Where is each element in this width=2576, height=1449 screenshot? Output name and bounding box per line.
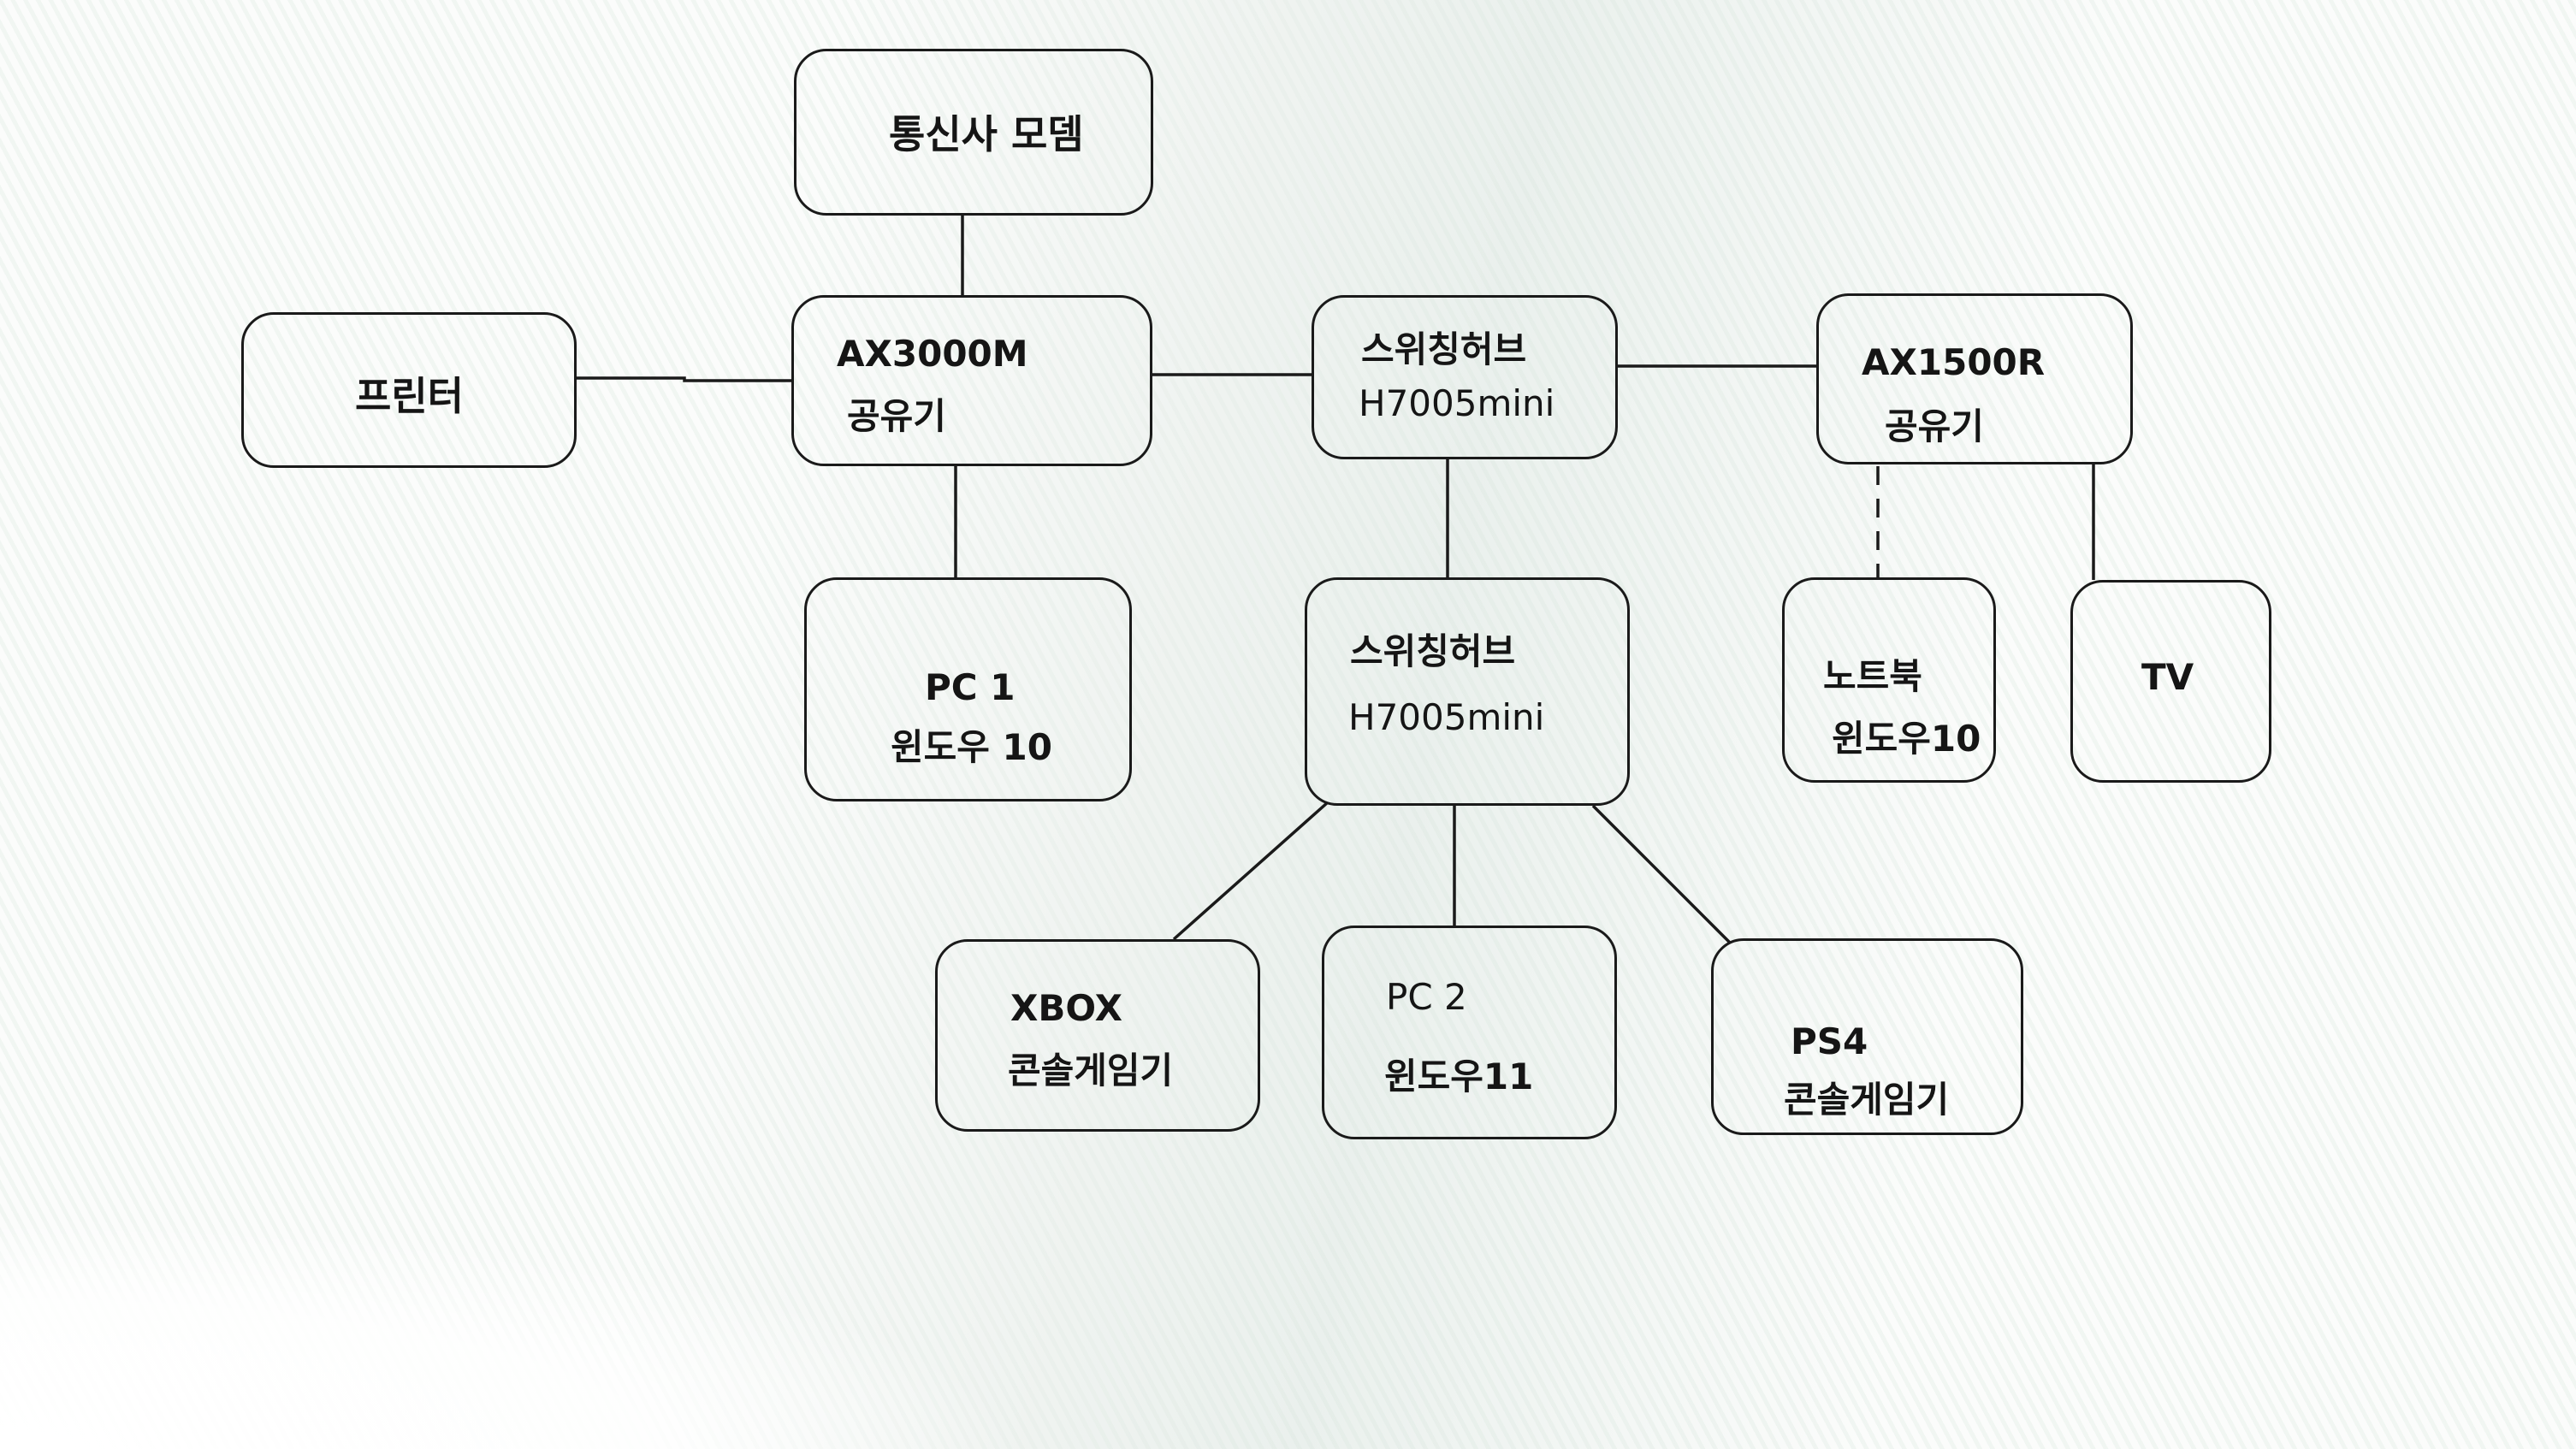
printer-label: 프린터 [355,373,464,419]
tv-node: TV [2070,580,2271,783]
link-hub2-ps4 [1591,804,1732,944]
ps4-node: PS4 콘솔게임기 [1711,938,2023,1135]
printer-node: 프린터 [241,312,577,468]
switch-hub-1-model: H7005mini [1359,382,1555,424]
ps4-name: PS4 [1791,1020,1868,1062]
laptop-name: 노트북 [1823,655,1922,697]
pc1-name: PC 1 [925,666,1016,708]
switch-hub-1-node: 스위칭허브 H7005mini [1312,295,1618,459]
switch-hub-2-model: H7005mini [1348,696,1545,738]
modem-label: 통신사 모뎀 [889,111,1084,157]
xbox-name: XBOX [1010,987,1122,1029]
ps4-type: 콘솔게임기 [1784,1079,1950,1121]
switch-hub-1-type: 스위칭허브 [1361,328,1527,370]
modem-node: 통신사 모뎀 [794,49,1153,216]
router-ax3000m-type: 공유기 [847,395,946,437]
pc2-node: PC 2 윈도우11 [1322,926,1617,1139]
tv-label: TV [2141,656,2194,698]
pc1-os: 윈도우 10 [891,726,1052,768]
router-ax1500r-model: AX1500R [1862,341,2046,383]
router-ax3000m-node: AX3000M 공유기 [791,295,1152,466]
router-ax1500r-type: 공유기 [1885,405,1984,447]
router-ax3000m-model: AX3000M [837,333,1028,375]
xbox-type: 콘솔게임기 [1008,1050,1174,1091]
laptop-node: 노트북 윈도우10 [1782,577,1996,783]
pc2-name: PC 2 [1386,976,1467,1018]
pc1-node: PC 1 윈도우 10 [804,577,1132,801]
switch-hub-2-type: 스위칭허브 [1350,630,1516,672]
pc2-os: 윈도우11 [1384,1056,1534,1097]
link-hub2-xbox [1172,801,1329,941]
switch-hub-2-node: 스위칭허브 H7005mini [1305,577,1630,806]
link-printer-router1 [575,376,791,382]
router-ax1500r-node: AX1500R 공유기 [1816,293,2133,464]
xbox-node: XBOX 콘솔게임기 [935,939,1260,1132]
laptop-os: 윈도우10 [1832,718,1981,760]
